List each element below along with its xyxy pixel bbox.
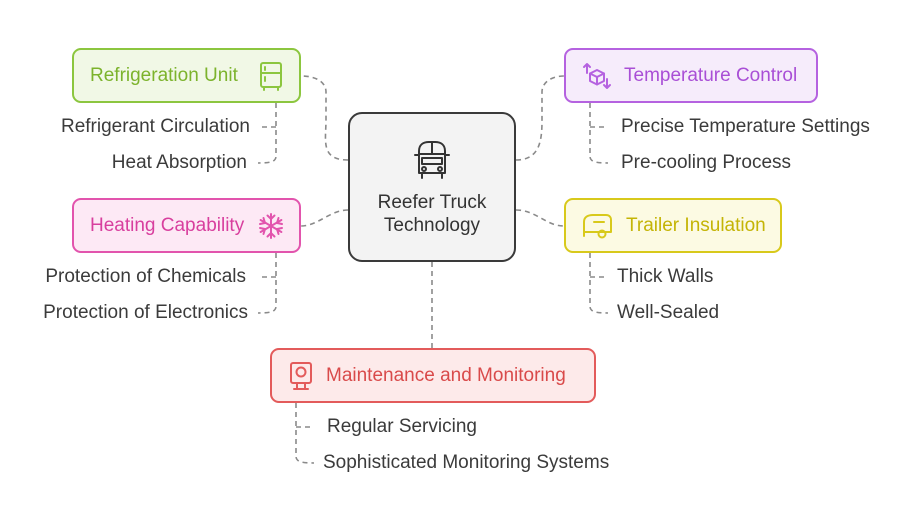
- leaf-item: Protection of Chemicals: [45, 266, 246, 287]
- leaf-item: Well-Sealed: [617, 302, 720, 323]
- connector-temperature: [515, 75, 565, 161]
- monitor-icon: [290, 361, 312, 390]
- central-topic-title: Reefer Truck Technology: [378, 191, 487, 237]
- topic-trailer-insulation: Trailer Insulation: [564, 198, 782, 253]
- connector-leaf: [257, 103, 277, 164]
- connector-refrigeration: [300, 75, 349, 161]
- leaf-item: Refrigerant Circulation: [60, 116, 250, 137]
- topic-label: Heating Capability: [90, 214, 245, 236]
- central-topic: Reefer Truck Technology: [348, 112, 516, 262]
- leaf-item: Pre-cooling Process: [621, 152, 792, 173]
- topic-refrigeration-unit: Refrigeration Unit: [72, 48, 301, 103]
- leaf-item: Regular Servicing: [327, 416, 477, 437]
- topic-temperature-control: Temperature Control: [564, 48, 818, 103]
- fridge-icon: [260, 61, 282, 91]
- central-title-line1: Reefer Truck: [377, 192, 487, 213]
- connector-leaf: [589, 103, 609, 164]
- leaf-item: Protection of Electronics: [43, 302, 248, 323]
- leaf-item: Thick Walls: [617, 266, 714, 287]
- connector-leaf: [295, 403, 315, 464]
- leaf-item: Precise Temperature Settings: [621, 116, 870, 137]
- topic-label: Maintenance and Monitoring: [326, 364, 566, 386]
- leaf-item: Sophisticated Monitoring Systems: [323, 452, 610, 473]
- topic-label: Refrigeration Unit: [90, 64, 238, 86]
- topic-heating-capability: Heating Capability: [72, 198, 301, 253]
- topic-label: Trailer Insulation: [626, 214, 766, 236]
- connector-heating: [300, 209, 349, 227]
- topic-label: Temperature Control: [624, 64, 798, 86]
- trailer-icon: [583, 213, 612, 238]
- cube-arrows-icon: [583, 62, 611, 89]
- van-icon: [414, 141, 450, 179]
- connector-insulation: [515, 209, 565, 227]
- snowflake-icon: [259, 212, 284, 239]
- connector-leaf: [257, 253, 277, 314]
- topic-maintenance-monitoring: Maintenance and Monitoring: [270, 348, 596, 403]
- leaf-item: Heat Absorption: [111, 152, 247, 173]
- central-title-line2: Technology: [383, 215, 481, 236]
- connector-leaf: [589, 253, 609, 314]
